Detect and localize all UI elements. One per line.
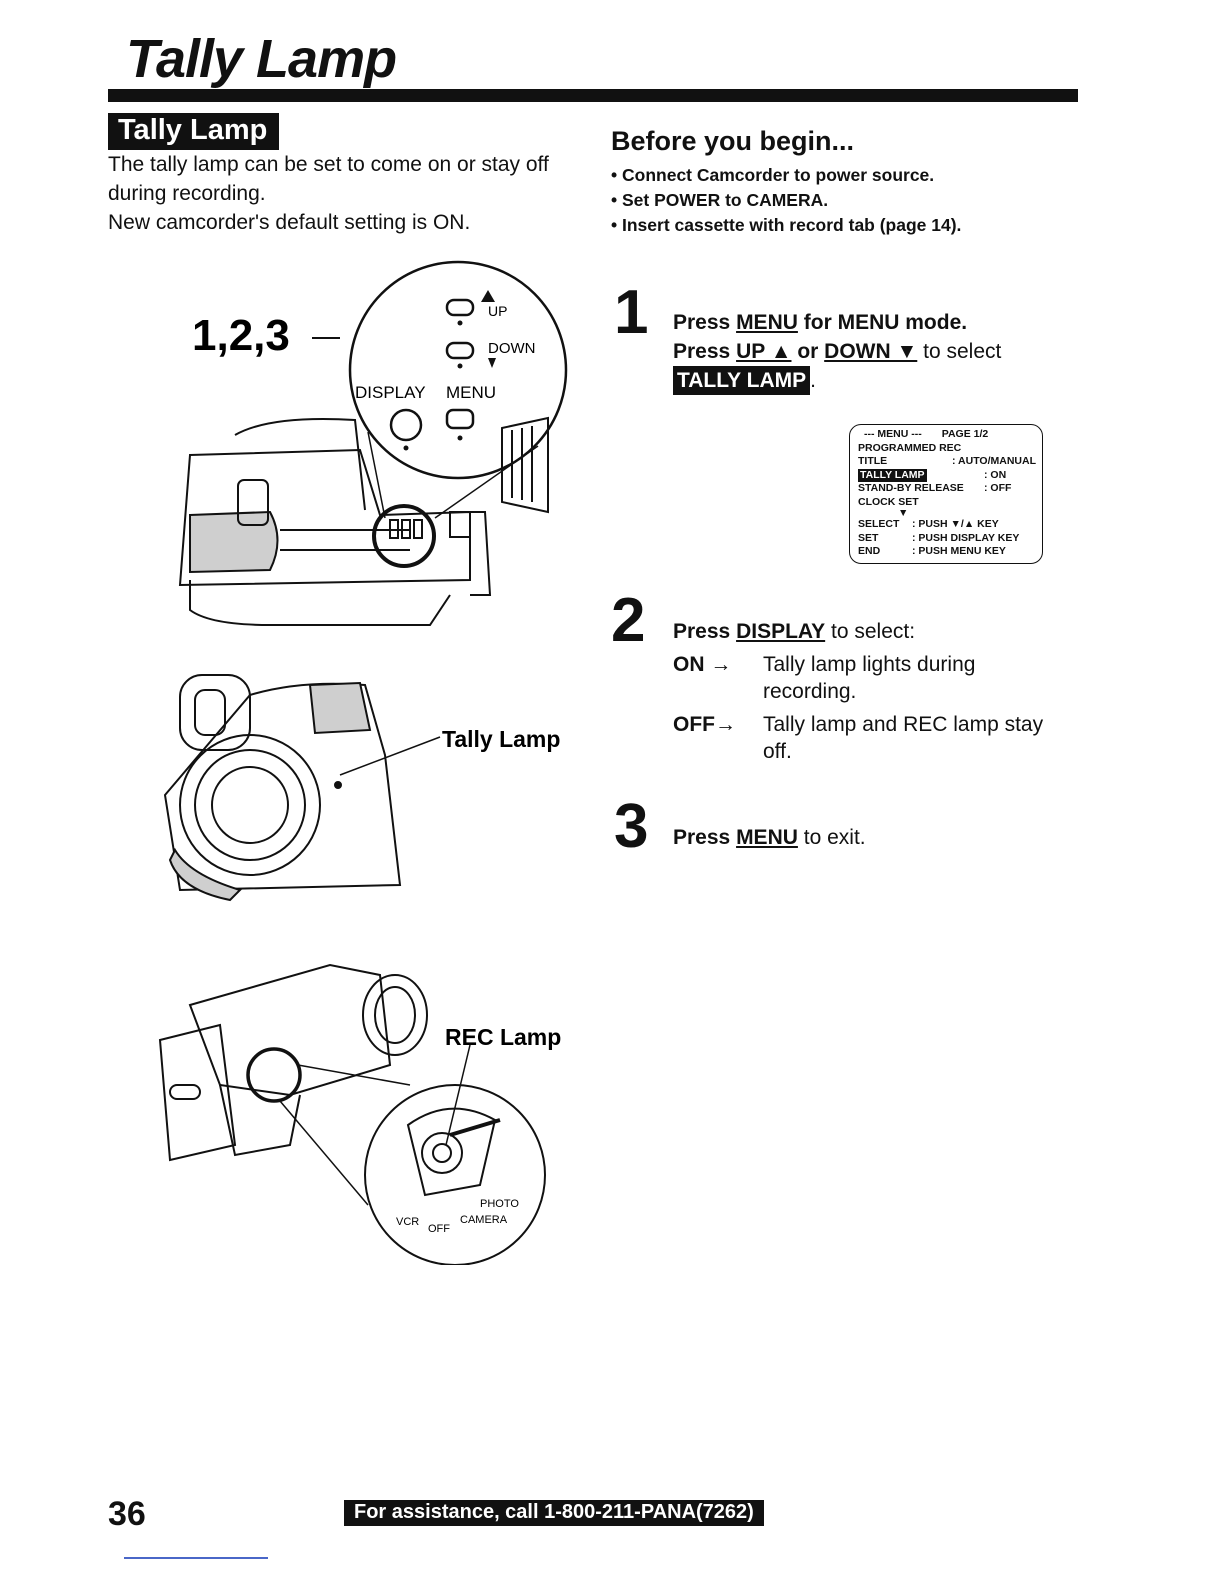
tally-lamp-callout: Tally Lamp: [442, 726, 560, 752]
down-button-icon: [445, 341, 475, 360]
step-reference-label: 1,2,3: [192, 311, 290, 360]
dial-photo-label: PHOTO: [480, 1198, 519, 1210]
menu-foot-end-value: : PUSH MENU KEY: [912, 545, 1006, 557]
menu-foot-select: SELECT: [858, 518, 900, 530]
step-3-text: Press MENU to exit.: [673, 823, 1073, 852]
camcorder-rec-lamp-illustration: REC Lamp VCR OFF CAMERA PHOTO: [158, 963, 561, 1265]
menu-label: MENU: [446, 383, 496, 402]
assistance-banner: For assistance, call 1-800-211-PANA(7262…: [344, 1500, 764, 1526]
camcorder-front-illustration: Tally Lamp: [163, 674, 560, 902]
menu-row-programmed-rec: PROGRAMMED REC: [858, 441, 962, 454]
step-1-press-2: Press: [673, 340, 731, 363]
power-dial-icon: [406, 1107, 501, 1197]
menu-row-standby-release: STAND-BY RELEASE: [858, 482, 964, 494]
page-number: 36: [108, 1495, 146, 1533]
tally-lamp-menu-label: TALLY LAMP: [673, 366, 811, 395]
down-label: DOWN: [488, 340, 536, 357]
menu-foot-set: SET: [858, 531, 879, 544]
list-item: Insert cassette with record tab (page 14…: [611, 213, 961, 238]
menu-foot-end: END: [858, 545, 881, 557]
up-key: UP ▲: [736, 340, 792, 363]
step-2-text: Press DISPLAY to select:: [673, 617, 1073, 646]
camcorder-side-drawing: [178, 416, 549, 626]
page-title: Tally Lamp: [126, 29, 397, 89]
before-you-begin-list: Connect Camcorder to power source. Set P…: [611, 163, 961, 238]
step-1-number: 1: [614, 278, 649, 347]
menu-row-tally-lamp: TALLY LAMP: [858, 468, 927, 482]
menu-row-tally-lamp-value: : ON: [984, 468, 1007, 481]
step-1-period: .: [810, 369, 816, 392]
step-1-text: Press MENU for MENU mode. Press UP ▲ or …: [673, 308, 1073, 395]
menu-foot-set-value: : PUSH DISPLAY KEY: [912, 531, 1020, 544]
up-label: UP: [488, 303, 507, 319]
intro-text: The tally lamp can be set to come on or …: [108, 150, 558, 237]
list-item: Set POWER to CAMERA.: [611, 188, 961, 213]
step-2-rest: to select:: [831, 620, 916, 643]
step-1-line2-rest: to select: [923, 340, 1002, 363]
rec-lamp-callout: REC Lamp: [445, 1024, 561, 1050]
footer-rule: [124, 1557, 268, 1559]
step-3-number: 3: [614, 792, 649, 861]
option-on-desc: Tally lamp lights during recording.: [763, 653, 976, 703]
down-key: DOWN ▼: [824, 340, 918, 363]
step-1-line1-rest: for MENU mode.: [803, 311, 968, 334]
menu-page: PAGE 1/2: [941, 428, 989, 440]
step-2-number: 2: [611, 586, 646, 655]
menu-key-exit: MENU: [736, 826, 798, 849]
step-1-press: Press: [673, 311, 731, 334]
up-arrow-icon: [481, 290, 495, 302]
menu-row-title: TITLE: [858, 455, 888, 467]
menu-foot-select-value: : PUSH ▼/▲ KEY: [912, 518, 999, 530]
up-button-icon: [445, 298, 475, 317]
dial-off-label: OFF: [428, 1223, 450, 1235]
step-3-rest: to exit.: [803, 826, 866, 849]
dial-vcr-label: VCR: [396, 1216, 419, 1228]
menu-screen: --- MENU --- PAGE 1/2 PROGRAMMED REC TIT…: [849, 424, 1043, 564]
title-rule: [108, 89, 1078, 102]
menu-more-icon: ▼: [898, 507, 909, 519]
intro-line-2: New camcorder's default setting is ON.: [108, 211, 471, 234]
display-label: DISPLAY: [355, 383, 426, 402]
option-on: ON → Tally lamp lights during recording.: [673, 651, 1073, 711]
step-3-press: Press: [673, 826, 731, 849]
display-button-icon: [389, 408, 423, 442]
down-arrow-icon: [488, 358, 496, 368]
option-off-key: OFF→: [673, 713, 736, 736]
option-off-desc: Tally lamp and REC lamp stay off.: [763, 713, 1044, 763]
before-you-begin-heading: Before you begin...: [611, 126, 855, 156]
menu-header: --- MENU ---: [864, 428, 922, 440]
step-2-press: Press: [673, 620, 731, 643]
menu-row-standby-release-value: : OFF: [984, 482, 1012, 494]
camcorder-front-drawing: [163, 674, 402, 902]
option-off: OFF→ Tally lamp and REC lamp stay off.: [673, 711, 1073, 771]
list-item: Connect Camcorder to power source.: [611, 163, 961, 188]
intro-line-1: The tally lamp can be set to come on or …: [108, 153, 549, 205]
button-callout-circle: [348, 260, 568, 480]
camcorder-rear-drawing: [158, 963, 428, 1162]
step-1-or: or: [797, 340, 819, 363]
menu-row-title-value: : AUTO/MANUAL: [952, 455, 1036, 467]
display-key: DISPLAY: [736, 620, 826, 643]
menu-button-icon: [445, 408, 475, 430]
dial-camera-label: CAMERA: [460, 1214, 508, 1226]
menu-key: MENU: [736, 311, 798, 334]
option-on-key: ON →: [673, 653, 732, 676]
camcorder-buttons-illustration: 1,2,3 UP DOWN DISPLAY MENU: [178, 260, 568, 626]
power-dial-callout-circle: [364, 1084, 546, 1265]
section-label: Tally Lamp: [108, 113, 280, 150]
menu-row-clock-set: CLOCK SET: [858, 495, 919, 508]
